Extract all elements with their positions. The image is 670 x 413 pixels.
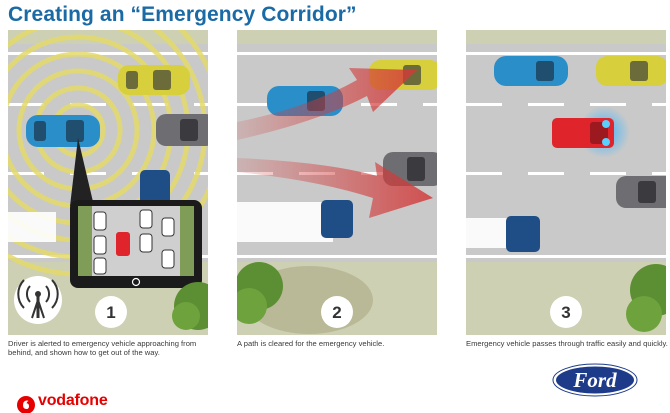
arrow-icon [237, 158, 433, 218]
car-icon [156, 114, 208, 146]
step-badge [95, 296, 127, 328]
step-badge [550, 296, 582, 328]
emergency-vehicle-icon [552, 106, 630, 158]
tree-icon [237, 262, 283, 324]
arrow-icon [237, 68, 417, 140]
car-icon [321, 200, 353, 238]
caption-panel-3: Emergency vehicle passes through traffic… [466, 339, 668, 348]
caption-panel-2: A path is cleared for the emergency vehi… [237, 339, 385, 348]
car-icon [26, 115, 100, 147]
panel-2: 2 [237, 30, 437, 335]
vodafone-speechmark-icon [17, 396, 35, 413]
phone-screen-icon [70, 200, 202, 288]
car-icon [506, 216, 540, 252]
car-icon [494, 56, 568, 86]
step-number: 3 [561, 303, 570, 322]
caption-panel-1: Driver is alerted to emergency vehicle a… [8, 339, 197, 358]
step-badge [321, 296, 353, 328]
ford-wordmark: Ford [573, 368, 617, 392]
ford-logo: Ford [552, 363, 638, 397]
page-title: Creating an “Emergency Corridor” [8, 3, 357, 26]
car-icon [596, 56, 666, 86]
step-number: 2 [332, 303, 341, 322]
car-icon [118, 65, 190, 95]
signal-tower-icon [14, 276, 62, 324]
lane-markings [466, 52, 666, 258]
car-icon [140, 170, 170, 208]
tree-icon [172, 282, 208, 330]
car-icon [616, 176, 666, 208]
step-number: 1 [106, 303, 115, 322]
panel-1: 1 [8, 30, 208, 335]
vodafone-wordmark: vodafone [38, 393, 108, 409]
panel-3: 3 [466, 30, 666, 335]
tree-icon [626, 264, 666, 332]
vodafone-logo: vodafone [16, 393, 120, 413]
